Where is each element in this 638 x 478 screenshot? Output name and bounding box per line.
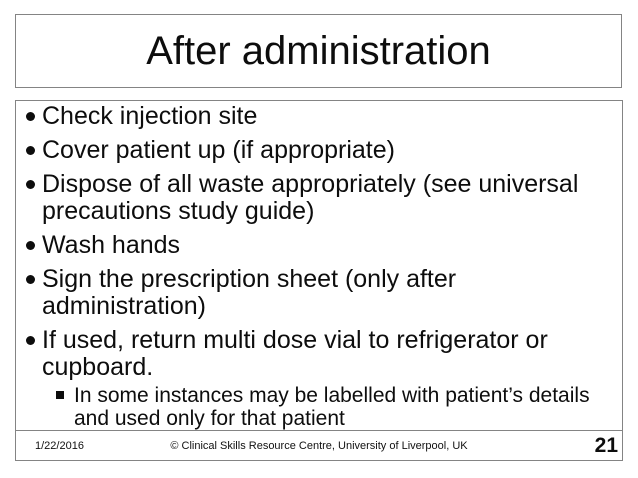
slide-title-box: After administration	[15, 14, 622, 88]
bullet-item: Wash hands	[16, 232, 614, 259]
circle-bullet-icon	[26, 146, 35, 155]
sub-bullet-text: In some instances may be labelled with p…	[74, 384, 590, 430]
bullet-text: Check injection site	[42, 102, 258, 130]
circle-bullet-icon	[26, 336, 35, 345]
bullet-item: Sign the prescription sheet (only after …	[16, 266, 614, 320]
bullet-text: Cover patient up (if appropriate)	[42, 136, 395, 164]
slide-title: After administration	[146, 29, 491, 73]
bullet-item: Check injection site	[16, 103, 614, 130]
circle-bullet-icon	[26, 112, 35, 121]
bullet-item: Dispose of all waste appropriately (see …	[16, 171, 614, 225]
bullet-text: Sign the prescription sheet (only after …	[42, 265, 457, 320]
bullet-item: If used, return multi dose vial to refri…	[16, 327, 614, 381]
bullet-text: Dispose of all waste appropriately (see …	[42, 170, 579, 225]
circle-bullet-icon	[26, 275, 35, 284]
footer-copyright: © Clinical Skills Resource Centre, Unive…	[170, 439, 468, 452]
bullet-text: Wash hands	[42, 231, 181, 259]
square-bullet-icon	[56, 391, 64, 399]
bullet-item: Cover patient up (if appropriate)	[16, 137, 614, 164]
bullet-text: If used, return multi dose vial to refri…	[42, 326, 548, 381]
sub-bullet-item: In some instances may be labelled with p…	[16, 384, 614, 430]
bullet-list: Check injection site Cover patient up (i…	[16, 101, 622, 430]
circle-bullet-icon	[26, 180, 35, 189]
circle-bullet-icon	[26, 241, 35, 250]
footer-date: 1/22/2016	[35, 439, 84, 452]
slide-body-box: Check injection site Cover patient up (i…	[15, 100, 623, 461]
slide-footer: 1/22/2016 © Clinical Skills Resource Cen…	[16, 430, 622, 460]
page-number: 21	[594, 433, 618, 457]
